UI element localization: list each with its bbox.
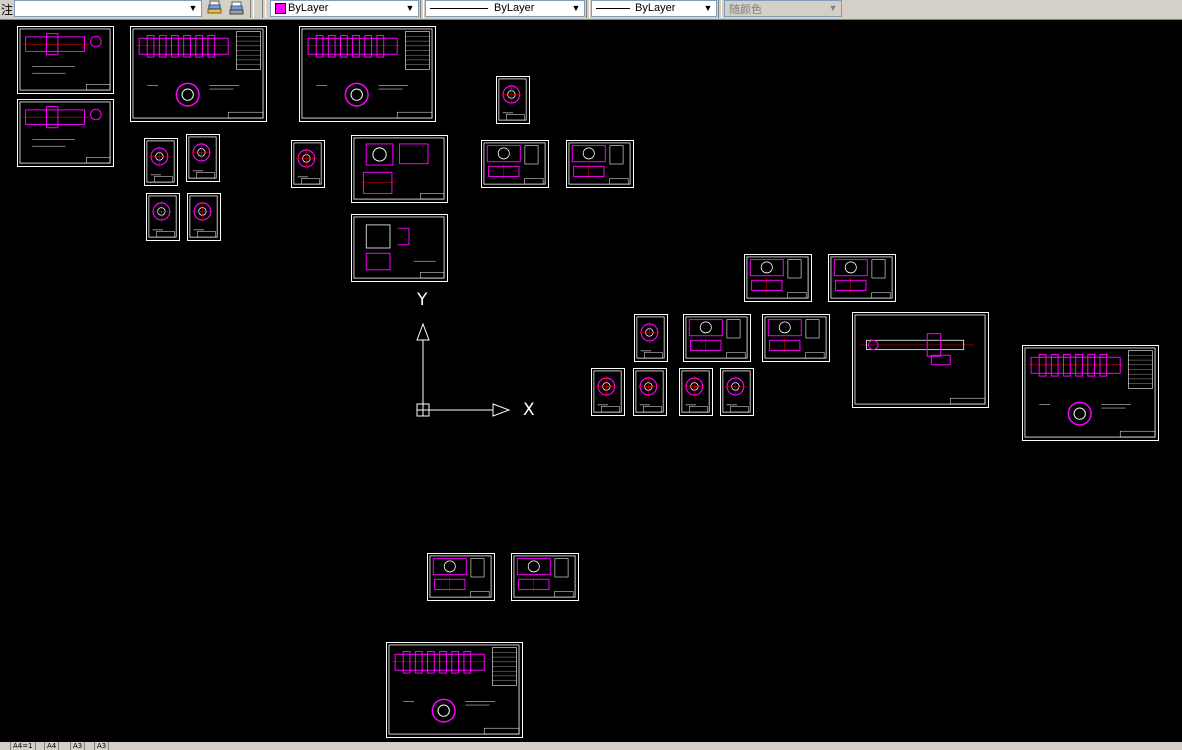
drawing-sheet[interactable] <box>146 193 180 241</box>
toolbar-separator <box>718 0 722 18</box>
ucs-x-label: X <box>523 400 535 420</box>
drawing-sheet[interactable] <box>427 553 495 601</box>
drawing-sheet[interactable] <box>186 134 220 182</box>
drawing-sheet[interactable] <box>17 26 114 94</box>
linetype-value: ByLayer <box>494 2 535 14</box>
layout-tabs: A4=1 A4 A3 A3 <box>0 742 1182 750</box>
drawing-sheet[interactable] <box>351 135 448 203</box>
color-dropdown[interactable]: ByLayer ▼ <box>270 0 419 17</box>
drawing-sheet[interactable] <box>299 26 436 122</box>
drawing-sheet[interactable] <box>291 140 325 188</box>
drawing-sheet[interactable] <box>566 140 634 188</box>
annotation-label: 注 <box>1 3 14 17</box>
lineweight-dropdown[interactable]: ByLayer ▼ <box>591 0 717 17</box>
toolbar-separator <box>262 0 266 18</box>
linetype-dropdown[interactable]: ByLayer ▼ <box>425 0 585 17</box>
layout-tab[interactable]: A4 <box>44 742 60 750</box>
chevron-down-icon[interactable]: ▼ <box>405 3 415 13</box>
drawing-sheet[interactable] <box>511 553 579 601</box>
layer-states-icon[interactable] <box>206 0 224 17</box>
layer-dropdown[interactable]: ▼ <box>14 0 202 17</box>
drawing-sheet[interactable] <box>720 368 754 416</box>
layer-previous-icon[interactable] <box>228 0 246 17</box>
chevron-down-icon[interactable]: ▼ <box>188 3 198 13</box>
drawing-sheet[interactable] <box>744 254 812 302</box>
layout-tab[interactable]: A4=1 <box>10 742 36 750</box>
drawing-sheet[interactable] <box>496 76 530 124</box>
chevron-down-icon[interactable]: ▼ <box>703 3 713 13</box>
properties-toolbar: 注 ▼ ByLayer ▼ ByLayer ▼ ByLayer ▼ 随颜色 ▼ <box>0 0 1182 20</box>
drawing-sheet[interactable] <box>130 26 267 122</box>
drawing-sheet[interactable] <box>634 314 668 362</box>
model-space-canvas[interactable]: Y X <box>0 20 1182 742</box>
plotstyle-dropdown: 随颜色 ▼ <box>724 0 842 17</box>
lineweight-sample <box>596 8 630 9</box>
drawing-sheet[interactable] <box>762 314 830 362</box>
layout-tab[interactable]: A3 <box>70 742 86 750</box>
ucs-y-label: Y <box>417 290 428 310</box>
color-value: ByLayer <box>288 2 329 14</box>
chevron-down-icon[interactable]: ▼ <box>571 3 581 13</box>
drawing-sheet[interactable] <box>591 368 625 416</box>
toolbar-separator <box>250 0 254 18</box>
ucs-icon <box>416 322 511 417</box>
color-swatch <box>275 3 286 14</box>
lineweight-value: ByLayer <box>635 2 676 14</box>
drawing-sheet[interactable] <box>386 642 523 738</box>
drawing-sheet[interactable] <box>679 368 713 416</box>
drawing-sheet[interactable] <box>1022 345 1159 441</box>
drawing-sheet[interactable] <box>852 312 989 408</box>
drawing-sheet[interactable] <box>187 193 221 241</box>
drawing-sheet[interactable] <box>17 99 114 167</box>
drawing-sheet[interactable] <box>633 368 667 416</box>
toolbar-separator <box>586 0 590 18</box>
drawing-sheet[interactable] <box>351 214 448 282</box>
drawing-sheet[interactable] <box>144 138 178 186</box>
drawing-sheet[interactable] <box>828 254 896 302</box>
drawing-sheet[interactable] <box>683 314 751 362</box>
chevron-down-icon: ▼ <box>828 3 838 13</box>
toolbar-separator <box>420 0 424 18</box>
drawing-sheet[interactable] <box>481 140 549 188</box>
layout-tab[interactable]: A3 <box>94 742 110 750</box>
linetype-sample <box>430 8 488 9</box>
plotstyle-value: 随颜色 <box>729 3 762 16</box>
